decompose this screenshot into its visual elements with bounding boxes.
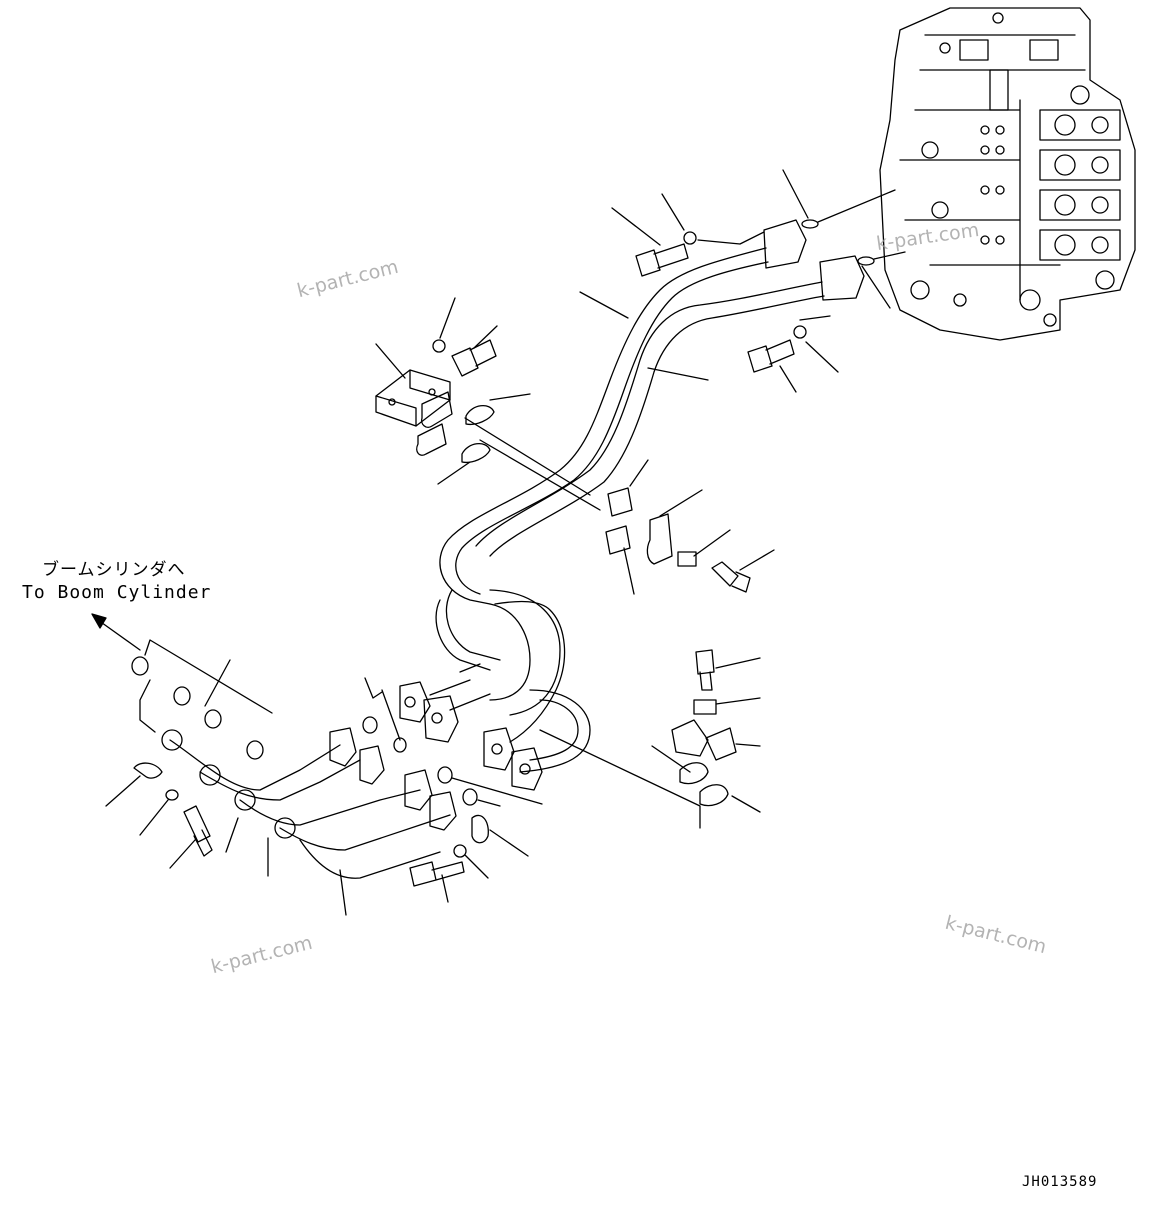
boom-arrow-shaft (97, 619, 141, 651)
split-flange (133, 762, 163, 779)
cushion (465, 405, 495, 426)
caption-english: To Boom Cylinder (22, 582, 212, 603)
washer (432, 339, 446, 353)
lower-left-pipes (161, 727, 457, 879)
clamp-half (416, 423, 447, 456)
cushion (679, 762, 709, 785)
cushion (699, 784, 729, 807)
clamp-half (420, 391, 453, 428)
o-ring (246, 740, 264, 760)
split-flange (471, 814, 489, 844)
o-ring (393, 737, 407, 753)
cushion (461, 443, 491, 464)
o-ring (173, 686, 191, 706)
cushion (605, 525, 631, 555)
o-ring (131, 656, 149, 676)
washer (453, 844, 467, 858)
spacer-plate (677, 551, 697, 567)
flange-upper (763, 219, 865, 301)
clamp (705, 727, 737, 761)
o-ring (462, 788, 478, 806)
o-ring (857, 256, 875, 266)
clamp (671, 719, 709, 757)
bolt (711, 561, 751, 593)
caption-japanese: ブームシリンダへ (42, 560, 186, 580)
bolt (747, 339, 795, 373)
clamp (646, 513, 673, 565)
bolt (183, 805, 213, 857)
o-ring (437, 766, 453, 784)
control-valve (879, 7, 1136, 341)
bolt (635, 243, 689, 277)
o-ring (801, 219, 819, 229)
bolt (451, 339, 497, 377)
washer (165, 789, 179, 801)
cushion (607, 487, 633, 517)
o-ring (362, 716, 378, 734)
washer (793, 325, 807, 339)
drawing-id: JH013589 (1022, 1174, 1098, 1190)
clamp-bracket (375, 369, 451, 427)
flange-center (399, 663, 543, 791)
main-tubes (439, 247, 825, 605)
lower-tubes (435, 589, 591, 773)
washer (683, 231, 697, 245)
boom-arrow-head (91, 613, 107, 629)
bolt (409, 861, 465, 887)
o-ring (204, 709, 222, 729)
bolt (695, 649, 715, 691)
spacer-plate (693, 699, 717, 715)
